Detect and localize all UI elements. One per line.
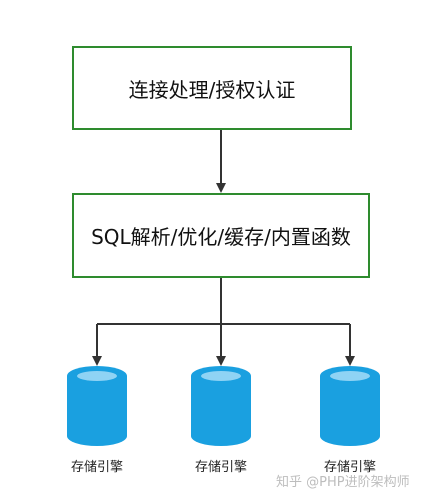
storage-engine-label-3: 存储引擎 [323, 460, 376, 475]
connection-auth-box: 连接处理/授权认证 [72, 46, 352, 130]
connection-auth-label: 连接处理/授权认证 [128, 77, 296, 102]
watermark: 知乎 @PHP进阶架构师 [276, 475, 410, 490]
storage-engine-label-1: 存储引擎 [70, 460, 123, 475]
sql-layer-label: SQL解析/优化/缓存/内置函数 [91, 225, 351, 249]
storage-engine-label-2: 存储引擎 [194, 460, 247, 475]
sql-layer-box: SQL解析/优化/缓存/内置函数 [72, 193, 370, 278]
database-icon [67, 366, 127, 446]
database-icon [191, 366, 251, 446]
database-icon [320, 366, 380, 446]
